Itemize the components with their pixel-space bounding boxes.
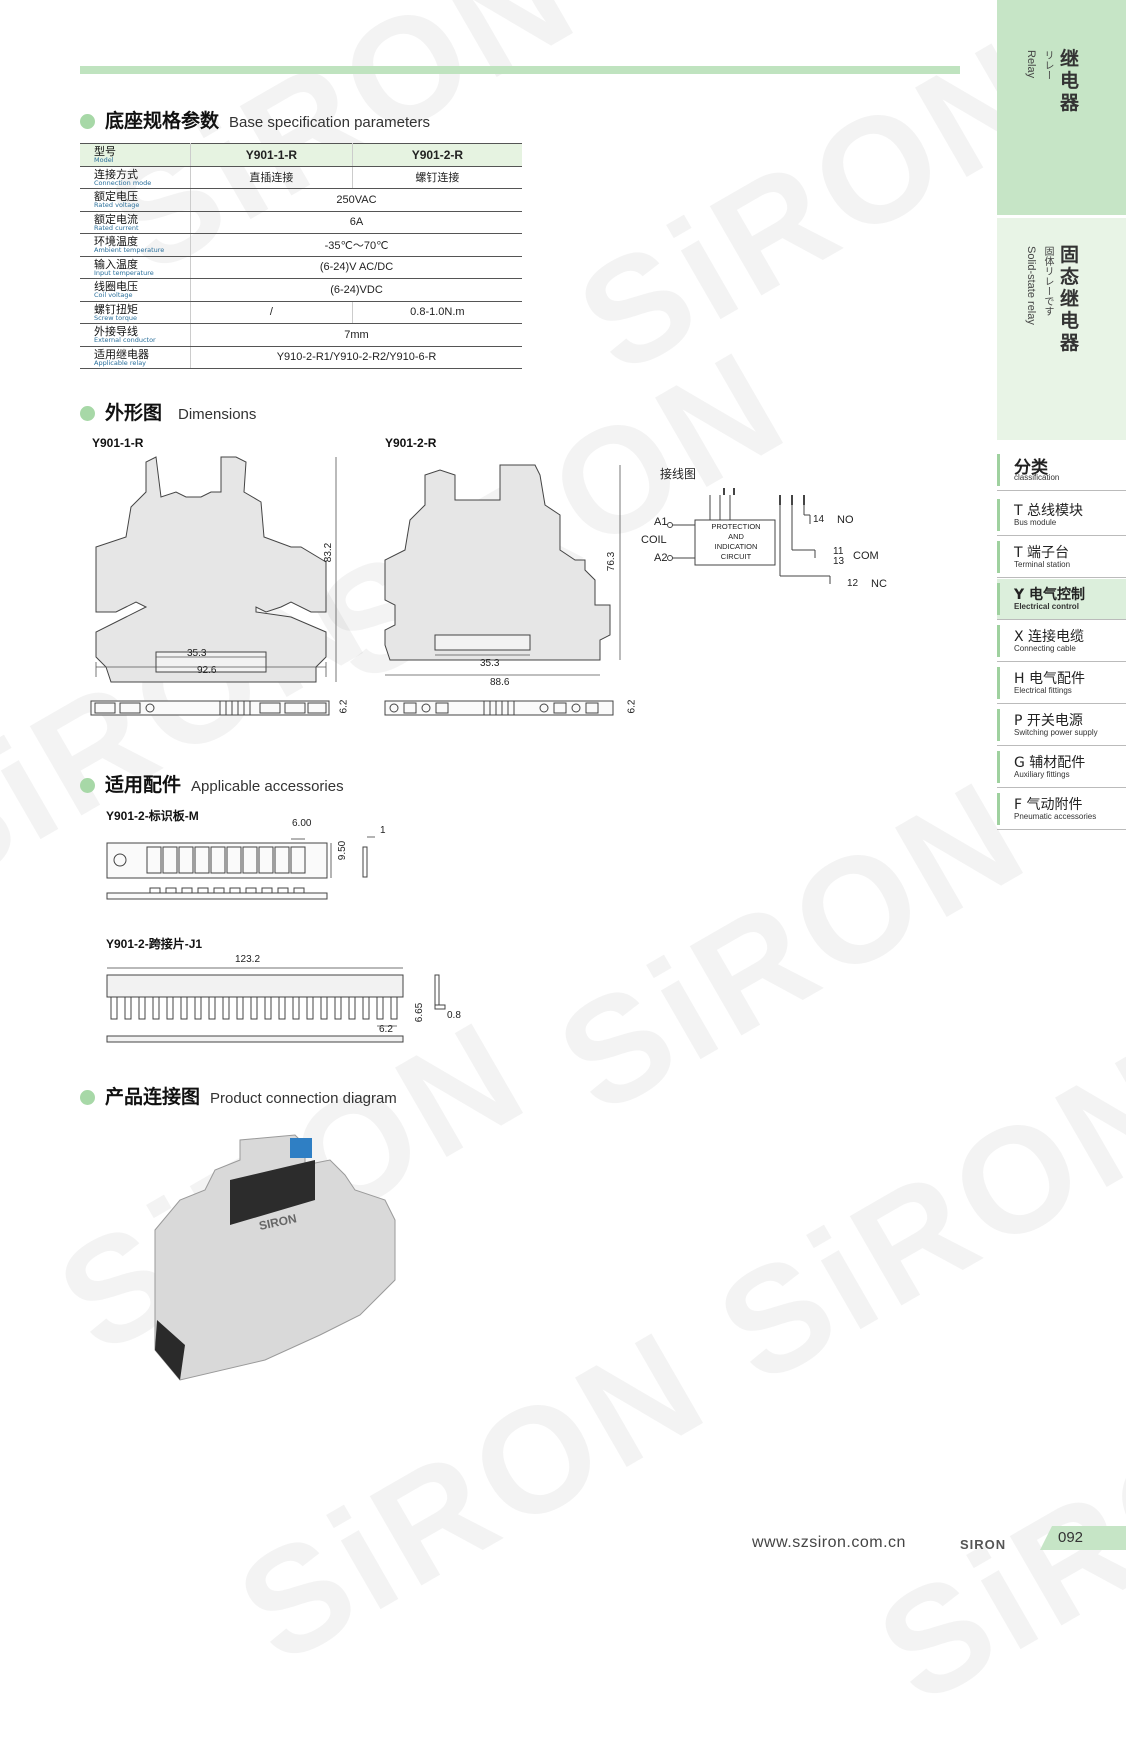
wiring-title: 接线图 bbox=[660, 467, 697, 481]
sidebar-ssr-en: Solid-state relay bbox=[1025, 246, 1037, 325]
bullet-icon bbox=[80, 114, 95, 129]
footer-brand-logo: SIRON bbox=[960, 1537, 1007, 1552]
accessory-2-title: Y901-2-跨接片-J1 bbox=[106, 937, 203, 951]
sidebar-ssr-block bbox=[997, 218, 1126, 440]
wiring-diagram bbox=[667, 488, 831, 584]
accessory-1-height: 9.50 bbox=[337, 840, 349, 861]
wiring-nc-num: 12 bbox=[847, 578, 859, 589]
accessory-1-pitch: 6.00 bbox=[292, 818, 312, 829]
dim-left-height: 83.2 bbox=[323, 542, 335, 563]
bullet-icon bbox=[80, 778, 95, 793]
category-bar bbox=[997, 667, 1000, 699]
dim-right-title: Y901-2-R bbox=[385, 436, 437, 450]
dim-left-thickness: 6.2 bbox=[338, 699, 350, 714]
sidebar-relay-en: Relay bbox=[1025, 50, 1037, 79]
page-number-tab bbox=[1040, 1526, 1126, 1550]
sidebar-relay-block bbox=[997, 0, 1126, 215]
page-number: 092 bbox=[1058, 1529, 1084, 1546]
dim-left-width: 92.6 bbox=[197, 665, 217, 676]
accessory-2-thick: 0.8 bbox=[447, 1010, 461, 1021]
wiring-com: COM bbox=[853, 550, 879, 562]
dim-right-height: 76.3 bbox=[606, 551, 618, 572]
sidebar-ssr-jp: 固体リレーです bbox=[1042, 246, 1053, 316]
bullet-icon bbox=[80, 406, 95, 421]
accessory-1-title: Y901-2-标识板-M bbox=[106, 809, 199, 823]
section-accessories-heading: 适用配件 Applicable accessories bbox=[80, 770, 344, 797]
dim-left-title: Y901-1-R bbox=[92, 436, 144, 450]
category-bar bbox=[997, 625, 1000, 657]
category-bar bbox=[997, 751, 1000, 783]
dim-left-top-view bbox=[90, 700, 330, 716]
wiring-com-num1: 11 bbox=[833, 546, 844, 557]
sidebar-relay-jp: リレー bbox=[1042, 50, 1053, 80]
dim-right-thickness: 6.2 bbox=[626, 699, 638, 714]
product-photo: SIRON bbox=[154, 1134, 396, 1381]
bullet-icon bbox=[80, 1090, 95, 1105]
footer-url[interactable]: www.szsiron.com.cn bbox=[752, 1534, 906, 1551]
accessory-1-thick: 1 bbox=[380, 825, 386, 836]
dim-right-inner: 35.3 bbox=[480, 658, 500, 669]
top-divider-bar bbox=[80, 66, 960, 74]
wiring-a2: A2 bbox=[654, 552, 668, 564]
category-bar bbox=[997, 454, 1000, 486]
wiring-a1: A1 bbox=[654, 516, 668, 528]
category-bar bbox=[997, 541, 1000, 573]
category-bar bbox=[997, 583, 1000, 615]
sidebar-relay-zh[interactable]: 继电器 bbox=[1060, 48, 1080, 114]
section-connection-heading: 产品连接图 Product connection diagram bbox=[80, 1082, 397, 1109]
section-dimensions-heading: 外形图 Dimensions bbox=[80, 398, 256, 425]
accessory-1-drawing bbox=[106, 836, 375, 900]
category-bar bbox=[997, 793, 1000, 825]
wiring-com-num2: 13 bbox=[833, 556, 845, 567]
dim-right-top-view bbox=[384, 700, 614, 716]
section-spec-heading: 底座规格参数 Base specification parameters bbox=[80, 106, 430, 133]
dim-right-width: 88.6 bbox=[490, 677, 510, 688]
accessory-2-pitch: 6.2 bbox=[379, 1024, 393, 1035]
wiring-coil: COIL bbox=[641, 534, 667, 546]
accessory-2-depth: 6.65 bbox=[414, 1002, 426, 1023]
dim-left-inner: 35.3 bbox=[187, 648, 207, 659]
category-bar bbox=[997, 709, 1000, 741]
accessory-2-drawing bbox=[106, 967, 446, 1043]
dim-right-drawing bbox=[384, 464, 621, 676]
accessory-2-length: 123.2 bbox=[235, 954, 261, 965]
sidebar-ssr-zh[interactable]: 固态继电器 bbox=[1060, 244, 1080, 354]
category-bar bbox=[997, 499, 1000, 531]
wiring-no-num: 14 bbox=[813, 514, 825, 525]
dim-left-drawing bbox=[95, 456, 337, 683]
wiring-no: NO bbox=[837, 514, 854, 526]
wiring-box-text: PROTECTION AND INDICATION CIRCUIT bbox=[711, 522, 761, 561]
wiring-nc: NC bbox=[871, 578, 887, 590]
